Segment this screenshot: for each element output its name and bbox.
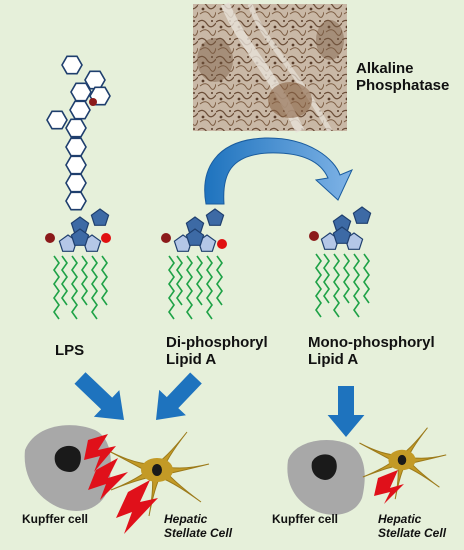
sugar-hexagon <box>69 100 91 120</box>
stellate-cell-label-left-line2: Stellate Cell <box>164 525 233 540</box>
stellate-cell-label-right: Hepatic Stellate Cell <box>378 512 447 541</box>
dephosphorylation-arrow <box>204 137 353 205</box>
fatty-acid-chain <box>343 253 350 304</box>
stellate-cell-label-left: Hepatic Stellate Cell <box>164 512 233 541</box>
lps-molecule <box>45 55 111 320</box>
diphosphoryl-label: Di-phosphoryl Lipid A <box>166 334 268 369</box>
lightning-bolt-right <box>374 470 404 504</box>
enzyme-label-line2: Phosphatase <box>356 77 450 95</box>
lps-label: LPS <box>55 342 85 359</box>
fatty-acid-chain <box>61 255 68 306</box>
sugar-pentagon <box>185 228 205 246</box>
sugar-pentagon <box>205 208 225 226</box>
hepatic-stellate-cell-right <box>359 427 447 500</box>
fatty-acid-chain <box>81 255 88 306</box>
monophosphoryl-arrow <box>327 386 365 437</box>
sugar-pentagon <box>90 208 110 226</box>
phosphate-dot <box>309 231 319 241</box>
diphosphoryl-label-line2: Lipid A <box>166 351 217 369</box>
stellate-nucleus <box>397 454 407 466</box>
sugar-pentagon <box>332 226 352 244</box>
arrow-shape <box>327 386 365 437</box>
fatty-acid-chain <box>315 253 322 318</box>
fatty-acid-chain <box>333 253 340 318</box>
diphosphoryl-lipid-a-molecule <box>161 208 227 320</box>
stellate-cell-label-right-line2: Stellate Cell <box>378 525 447 540</box>
fatty-acid-chain <box>53 255 60 320</box>
stellate-cell-label-right-line1: Hepatic <box>378 512 422 526</box>
fatty-acid-chain <box>186 255 193 320</box>
stellate-nucleus <box>152 464 162 476</box>
kupffer-cell-right <box>287 440 365 515</box>
fatty-acid-chain <box>71 255 78 320</box>
monophosphoryl-label-line2: Lipid A <box>308 351 359 369</box>
diphosphoryl-label-line1: Di-phosphoryl <box>166 334 268 351</box>
enzyme-label: Alkaline Phosphatase <box>356 60 449 95</box>
sugar-pentagon <box>70 228 90 246</box>
phosphate-dot <box>89 98 97 106</box>
sugar-hexagon <box>61 55 83 75</box>
sugar-pentagon <box>352 206 372 224</box>
sugar-hexagon <box>65 155 87 175</box>
fatty-acid-chain <box>101 255 108 306</box>
fatty-acid-chain <box>168 255 175 320</box>
phosphate-dot <box>45 233 55 243</box>
arrow-shape <box>156 372 202 420</box>
monophosphoryl-label-line1: Mono-phosphoryl <box>308 334 435 351</box>
diphosphoryl-arrow <box>156 372 202 420</box>
sugar-hexagon <box>65 118 87 138</box>
phosphate-dot <box>101 233 111 243</box>
sugar-hexagon <box>65 191 87 211</box>
arrow-shape <box>74 372 124 420</box>
fatty-acid-chain <box>196 255 203 306</box>
sugar-hexagon <box>46 110 68 130</box>
lps-arrow <box>74 372 124 420</box>
fatty-acid-chain <box>363 253 370 304</box>
phosphate-dot <box>217 239 227 249</box>
sugar-hexagon <box>70 82 92 102</box>
phosphate-dot <box>161 233 171 243</box>
monophosphoryl-lipid-a-molecule <box>309 206 372 318</box>
lightning-bolts-left <box>84 434 158 534</box>
fatty-acid-chain <box>216 255 223 306</box>
sugar-hexagon <box>65 137 87 157</box>
fatty-acid-chain <box>353 253 360 318</box>
alkaline-phosphatase-micrograph <box>193 2 347 133</box>
fatty-acid-chain <box>323 253 330 304</box>
sugar-hexagon <box>65 173 87 193</box>
kupffer-cell-label-right: Kupffer cell <box>272 512 339 526</box>
monophosphoryl-label: Mono-phosphoryl Lipid A <box>308 334 435 369</box>
kupffer-cell-label-left: Kupffer cell <box>22 512 89 526</box>
stellate-cell-label-left-line1: Hepatic <box>164 512 208 526</box>
fatty-acid-chain <box>206 255 213 320</box>
enzyme-label-line1: Alkaline <box>356 60 414 77</box>
fatty-acid-chain <box>176 255 183 306</box>
fatty-acid-chain <box>91 255 98 320</box>
